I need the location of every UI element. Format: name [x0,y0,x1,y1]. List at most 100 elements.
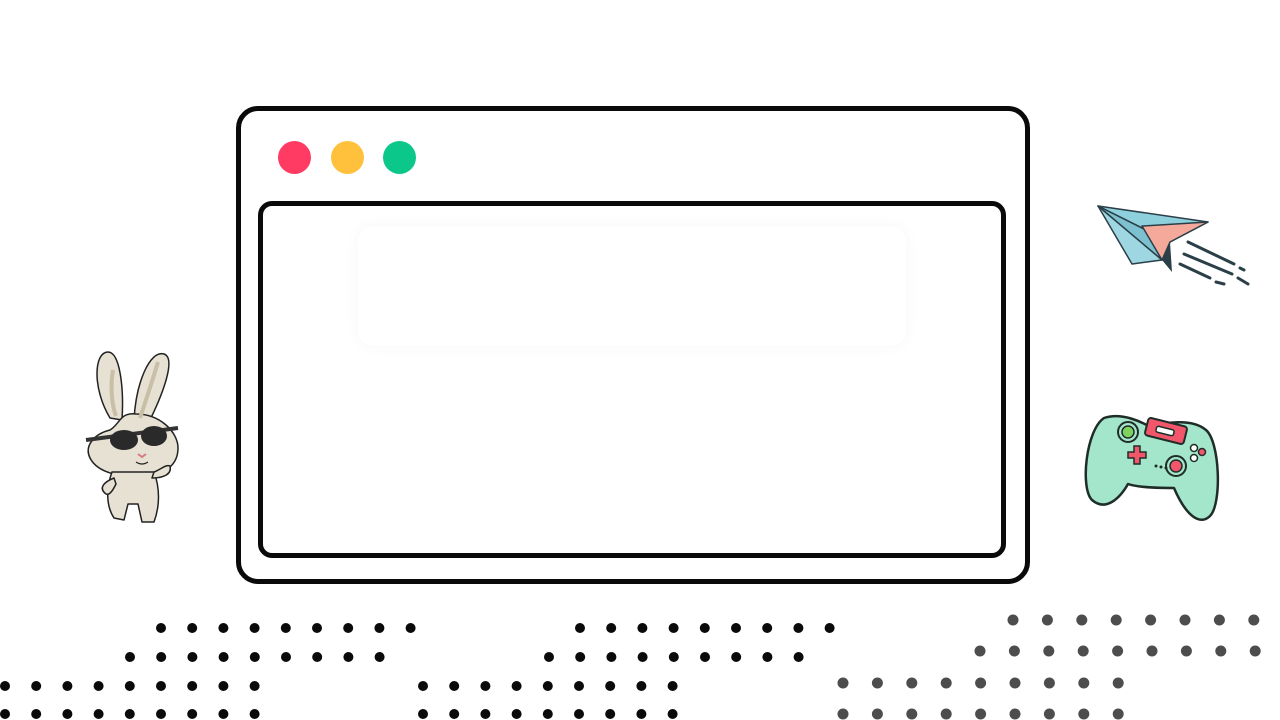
decor-dot [605,709,616,719]
decor-dot [449,709,460,719]
decor-dot [940,677,952,689]
decor-dot [637,623,648,633]
decor-dot [218,623,229,633]
decor-dot [837,708,849,720]
decor-dot [1041,614,1053,626]
decor-dot [1043,677,1055,689]
decor-dot [249,652,260,662]
gamepad-icon [1084,414,1220,522]
decor-dot [762,623,773,633]
decor-dot [1112,645,1124,657]
decor-dot [418,709,428,719]
decor-dot [31,709,42,719]
window-maximize-button[interactable] [383,141,416,174]
decor-dot [1007,614,1019,626]
decor-dot [975,708,987,720]
decor-dot [1043,645,1055,657]
decor-dot [187,709,198,719]
decor-dot [124,681,135,691]
decor-dot [1249,645,1261,657]
decor-dot [312,623,322,633]
decor-dot [606,623,617,633]
decor-dot [762,652,773,662]
decor-dot [93,681,104,691]
decor-dot [1078,708,1090,720]
decor-dot [0,709,10,719]
decor-dot [575,652,586,662]
decor-dot [1112,677,1124,689]
decor-dot [871,708,883,720]
decor-dot [1215,645,1227,657]
decor-dot [218,652,229,662]
decor-dot [1008,645,1020,657]
decor-dot [156,623,166,633]
decor-dot [871,677,883,689]
decor-dot [511,681,522,691]
decor-dot [405,623,416,633]
decor-dot [312,652,323,662]
decor-dot [637,652,648,662]
decor-dot [218,709,229,719]
browser-window-frame [236,106,1030,584]
decor-dot [636,681,647,691]
decor-dot [125,652,135,662]
decor-dot [574,681,584,691]
decorative-dot-pattern [0,614,1261,720]
decor-dot [280,623,291,633]
decor-dot [0,681,10,691]
decor-dot [542,709,553,719]
decor-dot [906,708,918,720]
decor-dot [187,681,198,691]
decor-dot [542,681,553,691]
decor-dot [156,652,167,662]
decor-dot [249,709,260,719]
content-placeholder-card [358,226,906,346]
content-area [258,201,1006,558]
decor-dot [124,709,135,719]
window-close-button[interactable] [278,141,311,174]
decor-dot [187,623,198,633]
decor-dot [793,623,804,633]
decor-dot [93,709,104,719]
decor-dot [156,709,166,719]
decor-dot [343,623,354,633]
decor-dot [636,709,647,719]
paper-plane-icon [1097,205,1250,286]
decor-dot [511,709,522,719]
decor-dot [974,645,986,657]
decor-dot [1179,614,1191,626]
decor-dot [574,709,584,719]
decor-dot [544,652,554,662]
decor-dot [975,677,987,689]
decor-dot [249,681,260,691]
decor-dot [374,652,385,662]
decor-dot [480,681,491,691]
decor-dot [187,652,198,662]
decor-dot [731,623,741,633]
decor-dot [1077,645,1089,657]
decor-dot [480,709,491,719]
decor-dot [1213,614,1225,626]
decor-dot [699,623,710,633]
decor-dot [1110,614,1122,626]
window-minimize-button[interactable] [331,141,364,174]
decor-dot [824,623,835,633]
decor-dot [418,681,428,691]
decor-dot [343,652,354,662]
decor-dot [667,681,678,691]
decor-dot [1009,677,1021,689]
decor-dot [1009,708,1021,720]
decor-dot [1248,614,1260,626]
decor-dot [249,623,260,633]
decor-dot [1076,614,1088,626]
decor-dot [906,677,918,689]
decor-dot [156,681,166,691]
decor-dot [575,623,585,633]
bunny-icon [85,351,179,523]
decor-dot [1180,645,1192,657]
decor-dot [837,677,849,689]
decor-dot [940,708,952,720]
decor-dot [793,652,804,662]
decor-dot [1112,708,1124,720]
decor-dot [218,681,229,691]
